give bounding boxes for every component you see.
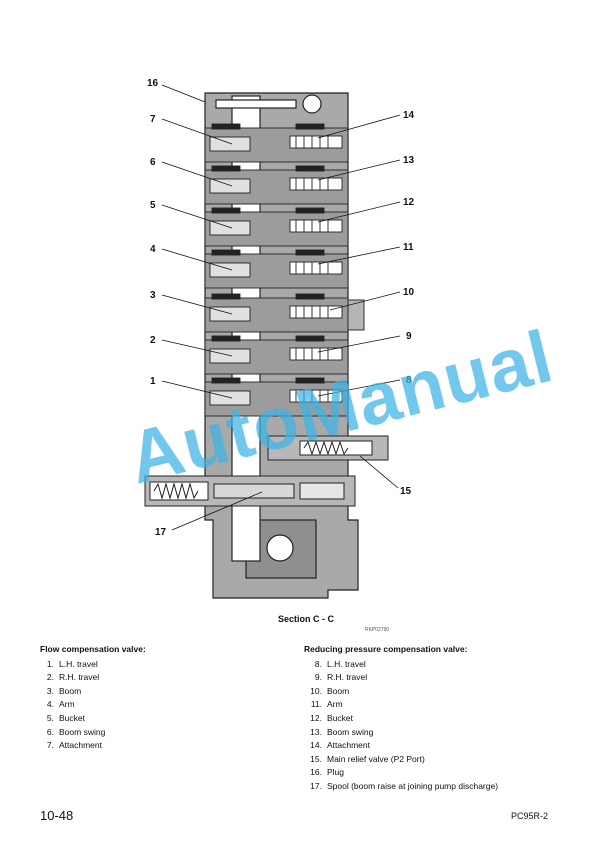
valve-section-drawing: 16 7 6 5 4 3 2 1 17 14 13 12 11 10 9 8 1…: [144, 78, 415, 599]
list-item: 7.Attachment: [46, 740, 102, 751]
list-item: 2.R.H. travel: [46, 672, 100, 683]
list-item: 9.R.H. travel: [314, 672, 368, 683]
callout-10: 10: [403, 287, 415, 298]
list-item: 3.Boom: [46, 685, 82, 696]
callout-9: 9: [406, 331, 412, 342]
row-7: [204, 123, 349, 163]
figure-caption: Section C - C: [277, 614, 334, 624]
callout-2: 2: [150, 335, 156, 346]
list-item: 15.Main relief valve (P2 Port): [310, 753, 425, 764]
list-item: 1.L.H. travel: [46, 658, 98, 669]
callout-12: 12: [403, 197, 415, 208]
callout-6: 6: [150, 157, 156, 168]
row-5: [204, 207, 349, 247]
list-item: 16.Plug: [310, 767, 345, 778]
callout-5: 5: [150, 200, 156, 211]
list-item: 8.L.H. travel: [314, 658, 366, 669]
list-item: 11.Arm: [310, 699, 343, 710]
callout-3: 3: [150, 290, 156, 301]
list-item: 4.Arm: [46, 699, 75, 710]
main-relief-valve: [267, 435, 389, 461]
legend-title: Flow compensation valve:: [40, 644, 146, 654]
callout-15: 15: [400, 486, 412, 497]
row-6: [204, 165, 349, 205]
leader-lines: [161, 84, 401, 531]
list-item: 17.Spool (boom raise at joining pump dis…: [310, 780, 499, 791]
list-item: 10.Boom: [310, 685, 350, 696]
callout-1: 1: [150, 376, 156, 387]
callout-11: 11: [403, 242, 414, 253]
list-item: 13.Boom swing: [310, 726, 374, 737]
callout-14: 14: [403, 110, 415, 121]
list-item: 12.Bucket: [310, 712, 353, 723]
boom-raise-spool: [144, 475, 356, 507]
callout-4: 4: [150, 244, 156, 255]
row-3: [204, 293, 365, 333]
reducing-pressure-legend: Reducing pressure compensation valve: 8.…: [304, 643, 498, 794]
figure-code: RKP02790: [365, 627, 390, 633]
callout-13: 13: [403, 155, 415, 166]
callout-17: 17: [155, 527, 167, 538]
list-item: 6.Boom swing: [46, 726, 106, 737]
row-1: [204, 377, 349, 417]
row-2: [204, 335, 349, 375]
legend-title: Reducing pressure compensation valve:: [304, 644, 468, 654]
flow-compensation-legend: Flow compensation valve: 1.L.H. travel 2…: [40, 643, 146, 753]
list-item: 14.Attachment: [310, 740, 370, 751]
callout-16: 16: [147, 78, 159, 89]
callout-7: 7: [150, 114, 156, 125]
callout-8: 8: [406, 375, 412, 386]
row-4: [204, 249, 349, 289]
page-number: 10-48: [40, 808, 74, 823]
section-rows: [204, 123, 365, 417]
model-code: PC95R-2: [510, 811, 548, 821]
list-item: 5.Bucket: [46, 712, 85, 723]
